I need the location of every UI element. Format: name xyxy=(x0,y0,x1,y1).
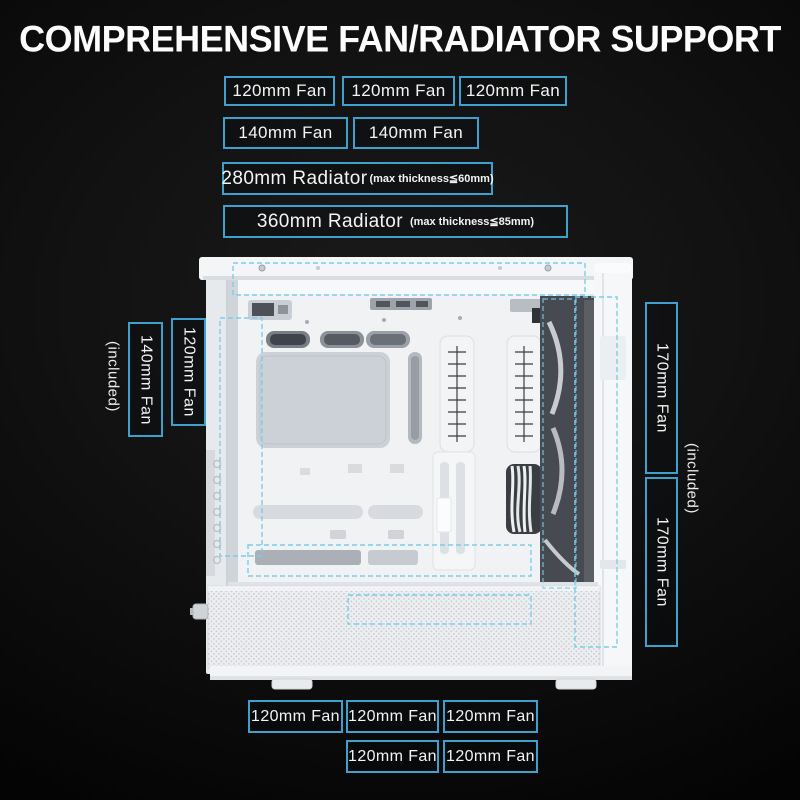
label-text: 140mm Fan xyxy=(238,123,333,142)
page-title: COMPREHENSIVE FAN/RADIATOR SUPPORT xyxy=(19,17,781,60)
rear-screws xyxy=(212,459,222,565)
case-base xyxy=(210,666,632,690)
label-top-120mm-fan-1: 120mm Fan xyxy=(224,76,335,106)
gpu-bracket xyxy=(432,451,476,571)
mount-outline-bottom xyxy=(247,544,532,577)
label-text: 120mm Fan xyxy=(232,81,327,100)
mount-outline-shroud xyxy=(347,594,532,625)
label-text: 120mm Fan xyxy=(446,707,535,725)
front-fan xyxy=(540,296,596,586)
case-top-panel xyxy=(199,257,633,280)
label-text: 120mm Fan xyxy=(180,327,198,417)
radiator-thickness-note: (max thickness≦60mm) xyxy=(369,173,494,185)
cable-bundle xyxy=(506,464,542,534)
label-text: 170mm Fan xyxy=(653,343,671,433)
included-note-text: (included) xyxy=(683,442,701,514)
label-text: 120mm Fan xyxy=(465,81,561,100)
label-280mm-radiator: 280mm Radiator (max thickness≦60mm) xyxy=(221,162,494,195)
included-note-text: (included) xyxy=(104,340,122,412)
cable-tie-rail-left xyxy=(439,335,475,453)
label-text: 170mm Fan xyxy=(653,517,671,607)
label-bottom-120mm-fan-5: 120mm Fan xyxy=(443,740,538,773)
radiator-size-text: 360mm Radiator xyxy=(256,210,403,232)
label-left-120mm-fan: 120mm Fan xyxy=(171,318,206,426)
label-top-140mm-fan-2: 140mm Fan xyxy=(353,117,479,149)
mount-outline-top xyxy=(232,262,586,296)
label-right-170mm-fan-top: 170mm Fan xyxy=(645,302,678,474)
label-text: 120mm Fan xyxy=(348,707,437,725)
side-knob xyxy=(190,603,209,620)
label-left-140mm-fan: 140mm Fan xyxy=(128,322,163,437)
label-360mm-radiator: 360mm Radiator (max thickness≦85mm) xyxy=(223,205,568,238)
cable-tie-rail-right xyxy=(506,335,542,453)
label-included-right: (included) xyxy=(680,428,704,528)
radiator-size-text: 280mm Radiator xyxy=(221,167,368,189)
label-included-left: (included) xyxy=(100,325,126,427)
label-top-120mm-fan-3: 120mm Fan xyxy=(459,76,567,106)
label-right-170mm-fan-bottom: 170mm Fan xyxy=(645,477,678,647)
label-text: 120mm Fan xyxy=(351,81,446,100)
label-top-140mm-fan-1: 140mm Fan xyxy=(223,117,348,149)
label-bottom-120mm-fan-1: 120mm Fan xyxy=(248,700,343,733)
label-text: 140mm Fan xyxy=(368,123,464,142)
label-text: 120mm Fan xyxy=(251,707,340,725)
case-interior xyxy=(212,280,598,586)
label-text: 120mm Fan xyxy=(446,747,535,765)
mesh-shroud xyxy=(207,582,601,669)
label-text: 140mm Fan xyxy=(137,334,155,425)
mount-outline-rear xyxy=(219,317,263,557)
mount-outline-front-inner xyxy=(542,298,577,589)
label-bottom-120mm-fan-4: 120mm Fan xyxy=(346,740,439,773)
label-bottom-120mm-fan-2: 120mm Fan xyxy=(346,700,439,733)
label-bottom-120mm-fan-3: 120mm Fan xyxy=(443,700,538,733)
label-top-120mm-fan-2: 120mm Fan xyxy=(342,76,455,106)
label-text: 120mm Fan xyxy=(348,747,437,765)
mount-outline-front xyxy=(574,296,618,648)
pc-case-illustration xyxy=(190,257,633,690)
case-front-panel xyxy=(594,263,632,675)
radiator-thickness-note: (max thickness≦85mm) xyxy=(409,216,535,228)
